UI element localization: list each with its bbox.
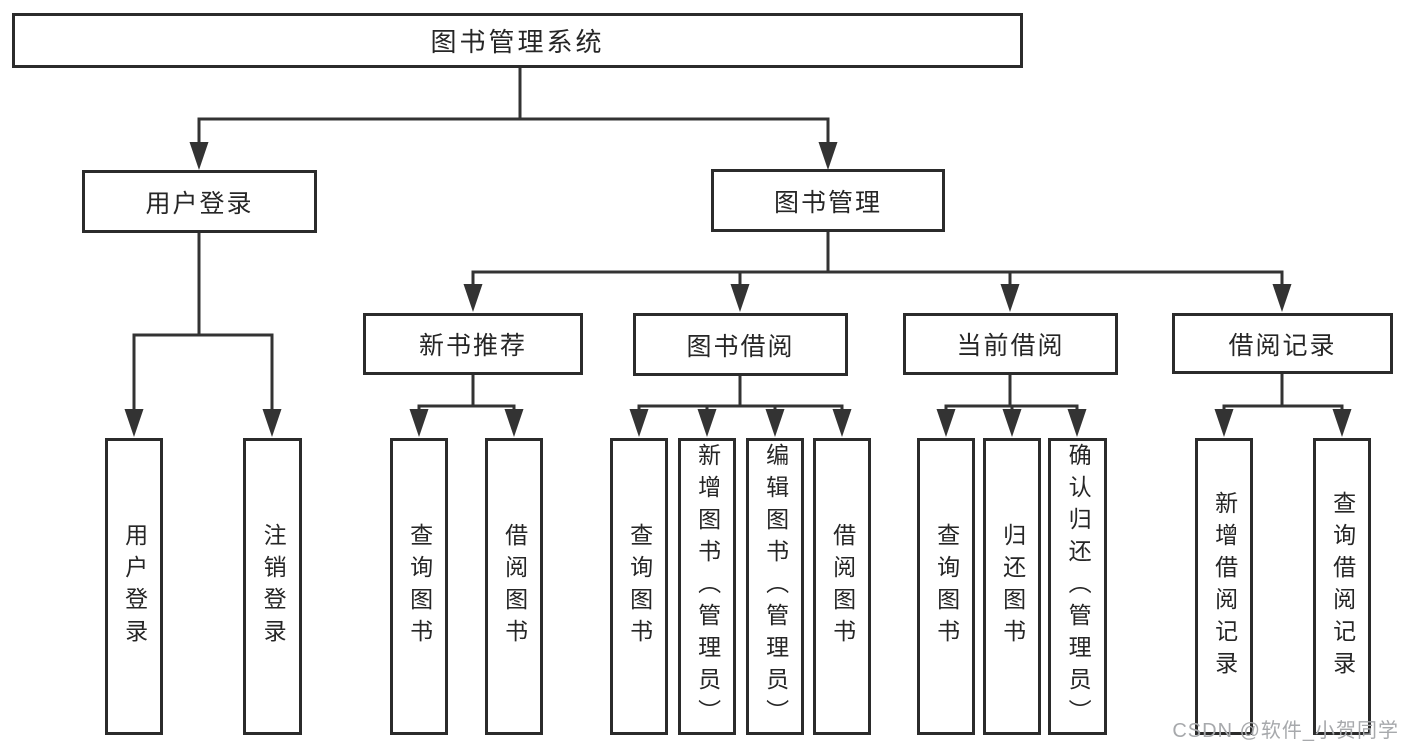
leaf-borrow-books-recommend-label: 借阅图书 bbox=[501, 522, 528, 651]
node-borrowing-records: 借阅记录 bbox=[1172, 313, 1393, 374]
node-book-borrowing-label: 图书借阅 bbox=[686, 332, 795, 361]
leaf-query-borrow-record-label: 查询借阅记录 bbox=[1329, 490, 1356, 683]
leaf-return-books: 归还图书 bbox=[983, 438, 1041, 735]
node-book-borrowing: 图书借阅 bbox=[633, 313, 848, 376]
leaf-query-books-current: 查询图书 bbox=[917, 438, 975, 735]
leaf-query-borrow-record: 查询借阅记录 bbox=[1313, 438, 1371, 735]
node-user-login-label: 用户登录 bbox=[145, 189, 254, 218]
leaf-borrow-books-recommend: 借阅图书 bbox=[485, 438, 543, 735]
leaf-confirm-return-admin: 确认归还（管理员） bbox=[1048, 438, 1107, 735]
leaf-return-books-label: 归还图书 bbox=[999, 522, 1026, 651]
leaf-query-books-recommend-label: 查询图书 bbox=[406, 522, 433, 651]
leaf-add-books-admin-label: 新增图书（管理员） bbox=[694, 442, 721, 731]
leaf-logout: 注销登录 bbox=[243, 438, 302, 735]
leaf-edit-books-admin: 编辑图书（管理员） bbox=[746, 438, 804, 735]
node-book-management-label: 图书管理 bbox=[773, 188, 882, 217]
node-library-system: 图书管理系统 bbox=[12, 13, 1023, 68]
leaf-add-borrow-record-label: 新增借阅记录 bbox=[1211, 490, 1238, 683]
leaf-query-books-current-label: 查询图书 bbox=[933, 522, 960, 651]
leaf-query-books-borrowing-label: 查询图书 bbox=[626, 522, 653, 651]
leaf-user-login: 用户登录 bbox=[105, 438, 163, 735]
node-new-book-recommendation: 新书推荐 bbox=[363, 313, 583, 375]
node-book-management: 图书管理 bbox=[711, 169, 945, 232]
leaf-query-books-borrowing: 查询图书 bbox=[610, 438, 668, 735]
node-user-login: 用户登录 bbox=[82, 170, 317, 233]
leaf-user-login-label: 用户登录 bbox=[121, 522, 148, 651]
node-new-book-recommendation-label: 新书推荐 bbox=[418, 332, 527, 360]
leaf-add-borrow-record: 新增借阅记录 bbox=[1195, 438, 1253, 735]
node-current-borrowing-label: 当前借阅 bbox=[956, 332, 1065, 360]
node-current-borrowing: 当前借阅 bbox=[903, 313, 1118, 375]
leaf-query-books-recommend: 查询图书 bbox=[390, 438, 448, 735]
node-borrowing-records-label: 借阅记录 bbox=[1228, 331, 1337, 360]
watermark-csdn: CSDN @软件_小贺同学 bbox=[1172, 720, 1399, 742]
node-library-system-label: 图书管理系统 bbox=[430, 27, 605, 57]
leaf-add-books-admin: 新增图书（管理员） bbox=[678, 438, 736, 735]
leaf-confirm-return-admin-label: 确认归还（管理员） bbox=[1065, 442, 1092, 731]
leaf-borrow-books-borrowing: 借阅图书 bbox=[813, 438, 871, 735]
leaf-borrow-books-borrowing-label: 借阅图书 bbox=[829, 522, 856, 651]
leaf-edit-books-admin-label: 编辑图书（管理员） bbox=[762, 442, 789, 731]
leaf-logout-label: 注销登录 bbox=[260, 522, 287, 651]
